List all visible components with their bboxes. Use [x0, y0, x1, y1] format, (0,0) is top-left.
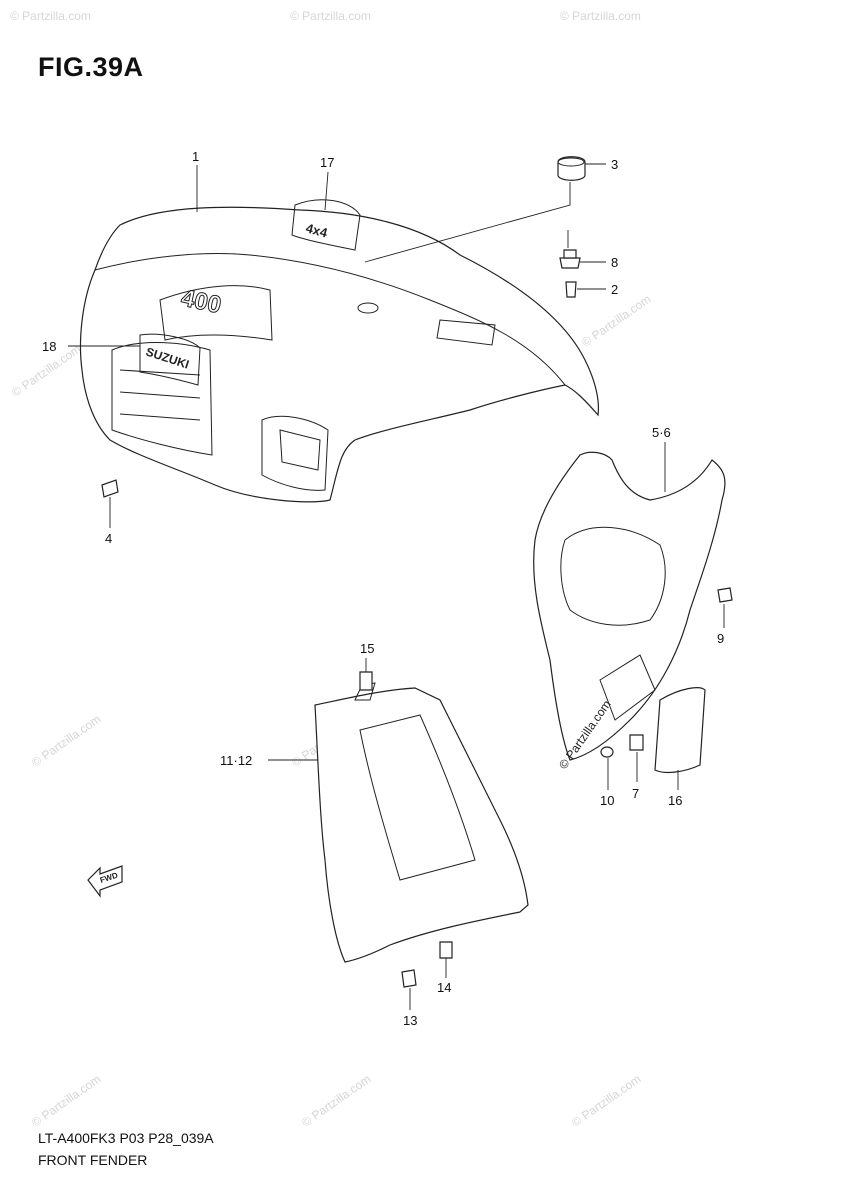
screw-9-icon — [717, 587, 733, 603]
inner-fender-drawing — [314, 682, 529, 963]
callout-1: 1 — [192, 149, 199, 164]
callout-8: 8 — [611, 255, 618, 270]
fender-mount-hole — [357, 302, 379, 314]
callout-3: 3 — [611, 157, 618, 172]
watermark-text: © Partzilla.com — [560, 9, 641, 23]
leader-17 — [324, 171, 329, 211]
callout-10: 10 — [600, 793, 614, 808]
fender-upper-ridge — [94, 253, 566, 386]
leader-3-to-fender — [364, 182, 571, 263]
decal-17-outline — [291, 199, 361, 251]
callout-labels: 1 17 3 8 2 18 4 5·6 9 15 11·12 10 7 16 1… — [42, 149, 724, 1028]
cover-16-icon — [654, 687, 706, 774]
callout-14: 14 — [437, 980, 451, 995]
section-name: FRONT FENDER — [38, 1152, 148, 1168]
front-fender-drawing: 4x4 SUZUKI 400 — [79, 199, 600, 503]
fender-side-vent — [436, 319, 496, 346]
leader-lines — [68, 163, 725, 1010]
fender-body-outline — [79, 206, 600, 503]
fender-headlight-opening — [261, 415, 329, 491]
inner-fender-outline — [314, 687, 529, 963]
fender-headlight-lens — [279, 429, 321, 471]
mud-guard-panel — [599, 654, 656, 721]
fwd-arrow: FWD — [87, 865, 123, 898]
inner-fender-pocket — [359, 714, 476, 881]
callout-7: 7 — [632, 786, 639, 801]
watermark-text: © Partzilla.com — [579, 292, 653, 350]
decal-17-text: 4x4 — [304, 220, 330, 240]
clip-15-icon — [359, 671, 373, 691]
callout-18: 18 — [42, 339, 56, 354]
model-code: LT-A400FK3 P03 P28_039A — [38, 1130, 214, 1146]
callout-15: 15 — [360, 641, 374, 656]
bolt-2-icon — [565, 281, 577, 298]
screw-4-icon — [101, 479, 119, 498]
callout-2: 2 — [611, 282, 618, 297]
mud-guard-recess — [560, 526, 666, 626]
mud-guard-outline — [533, 451, 726, 761]
watermark-text: © Partzilla.com — [10, 9, 91, 23]
mud-guard-drawing — [533, 451, 726, 761]
collar-8-icon — [559, 257, 581, 269]
watermark-text: © Partzilla.com — [290, 9, 371, 23]
fender-grille-slats — [119, 369, 201, 421]
watermark-text: © Partzilla.com — [29, 1072, 103, 1130]
watermark-text: © Partzilla.com — [299, 1072, 373, 1130]
callout-16: 16 — [668, 793, 682, 808]
fender-hood-recess — [159, 285, 273, 341]
watermark-text: © Partzilla.com — [29, 712, 103, 770]
collar-8-top — [563, 249, 577, 259]
grommet-3-icon — [557, 156, 586, 181]
callout-4: 4 — [105, 531, 112, 546]
callout-17: 17 — [320, 155, 334, 170]
callout-9: 9 — [717, 631, 724, 646]
grommet-3-top — [557, 157, 585, 167]
suzuki-emblem-outline — [139, 333, 201, 386]
callout-13: 13 — [403, 1013, 417, 1028]
screw-14-icon — [439, 941, 453, 959]
watermark-text: © Partzilla.com — [569, 1072, 643, 1130]
fwd-arrow-icon — [87, 865, 123, 898]
screw-13-icon — [401, 969, 417, 988]
callout-11-12: 11·12 — [220, 753, 252, 768]
washer-10-icon — [600, 746, 614, 758]
hardware-parts — [101, 156, 733, 988]
callout-5-6: 5·6 — [652, 425, 671, 440]
nut-7-icon — [629, 734, 644, 751]
figure-title: FIG.39A — [38, 52, 144, 82]
